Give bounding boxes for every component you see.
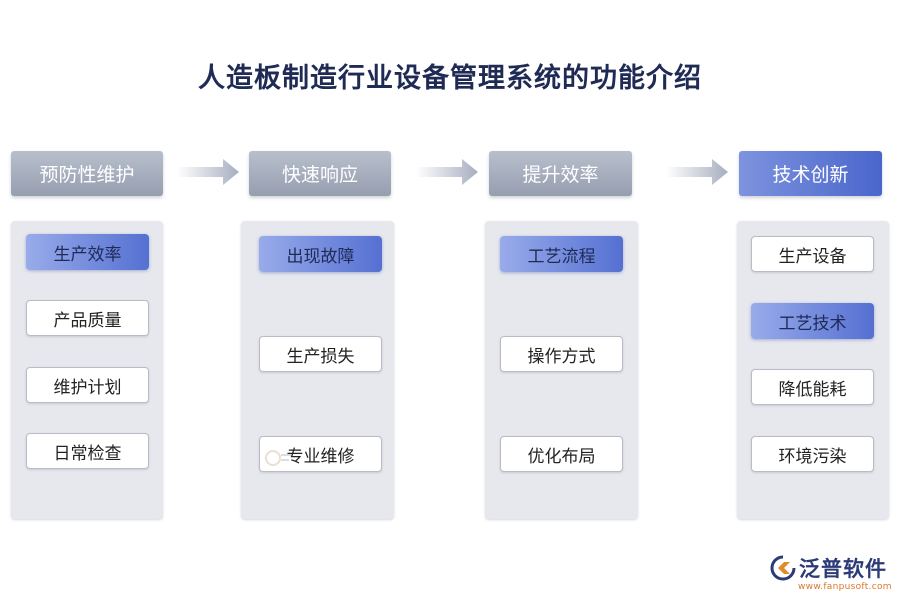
list-item: 生产损失 bbox=[259, 336, 382, 372]
list-item: 操作方式 bbox=[500, 336, 623, 372]
list-item: 产品质量 bbox=[26, 300, 149, 336]
list-item: 出现故障 bbox=[259, 236, 382, 272]
arrow-right-icon bbox=[416, 159, 478, 185]
list-item: 生产效率 bbox=[26, 234, 149, 270]
list-item: 优化布局 bbox=[500, 436, 623, 472]
brand-logo: 泛普软件 bbox=[770, 553, 887, 583]
column-header-efficiency: 提升效率 bbox=[489, 151, 632, 196]
column-panel-preventive: 生产效率 产品质量 维护计划 日常检查 bbox=[11, 221, 163, 519]
column-panel-innovation: 生产设备 工艺技术 降低能耗 环境污染 bbox=[737, 221, 889, 519]
column-header-preventive: 预防性维护 bbox=[11, 151, 163, 196]
list-item: 生产设备 bbox=[751, 236, 874, 272]
arrow-right-icon bbox=[666, 159, 728, 185]
column-panel-efficiency: 工艺流程 操作方式 优化布局 bbox=[485, 221, 638, 519]
brand-url: www.fanpusoft.com bbox=[798, 582, 892, 592]
fanpu-logo-icon bbox=[770, 555, 796, 581]
watermark-logo-icon bbox=[265, 450, 291, 466]
list-item: 工艺流程 bbox=[500, 236, 623, 272]
brand-name: 泛普软件 bbox=[799, 557, 887, 581]
list-item: 工艺技术 bbox=[751, 303, 874, 339]
arrow-right-icon bbox=[177, 159, 239, 185]
column-panel-response: 出现故障 生产损失 专业维修 bbox=[241, 221, 394, 519]
list-item: 日常检查 bbox=[26, 433, 149, 469]
page-title: 人造板制造行业设备管理系统的功能介绍 bbox=[198, 63, 702, 94]
list-item: 环境污染 bbox=[751, 436, 874, 472]
list-item: 降低能耗 bbox=[751, 369, 874, 405]
list-item: 维护计划 bbox=[26, 367, 149, 403]
column-header-response: 快速响应 bbox=[249, 151, 391, 196]
column-header-innovation: 技术创新 bbox=[739, 151, 882, 196]
list-item: 专业维修 bbox=[259, 436, 382, 472]
